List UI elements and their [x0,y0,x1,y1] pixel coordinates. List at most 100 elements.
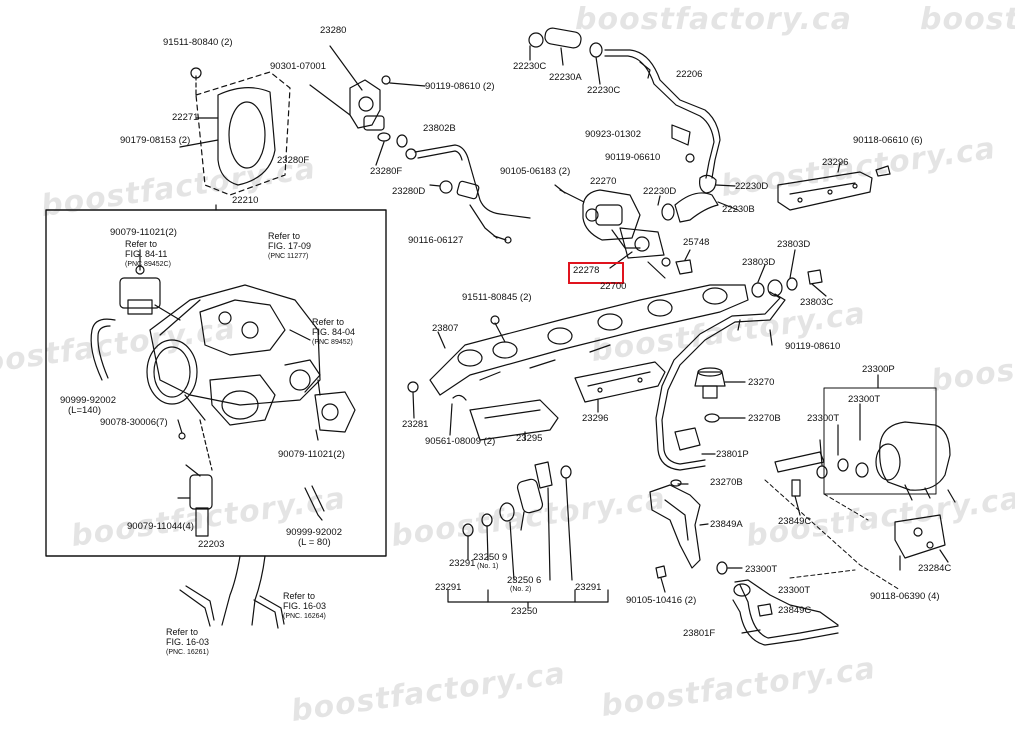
label-22270: 22270 [590,176,617,187]
label-90119-08610-b: 90119-08610 [785,341,841,352]
label-23801p: 23801P [716,449,749,460]
heat-shield-middle [574,361,666,403]
pulsation-damper [875,421,951,501]
label-23270b: 23270B [748,413,781,424]
label-22278: 22278 [573,265,600,276]
heat-shield-top [777,171,873,211]
label-23291-c: 23291 [435,582,462,593]
label-23803d-b: 23803D [742,257,776,268]
label-23250-6: 23250 6 [507,575,542,586]
label-90105-06183: 90105-06183 (2) [500,166,571,177]
label-23300t-d: 23300T [778,585,811,596]
label-23280: 23280 [320,25,347,36]
label-refer-to: Refer to [283,591,316,601]
label-23295: 23295 [516,433,543,444]
label-22206: 22206 [676,69,703,80]
label-23300t-c: 23300T [745,564,778,575]
throttle-body [146,284,321,426]
label-23270b-b: 23270B [710,477,743,488]
label-refer-to: Refer to [166,627,199,637]
bracket-23284c [894,514,946,559]
label-pnc-16264: (PNC. 16264) [283,613,326,620]
label-23281: 23281 [402,419,429,430]
label-91511-80845: 91511-80845 (2) [462,292,532,303]
fuel-pipe-23801p [655,291,786,471]
label-fig-16-03: FIG. 16-03 [166,637,210,647]
label-fig-16-03: FIG. 16-03 [283,601,327,611]
label-l140: (L=140) [68,405,102,416]
fuel-injector [516,461,553,531]
label-22230d-b: 22230D [735,181,769,192]
watermark: boostfactory.ca [920,2,1015,37]
throttle-position-sensor [314,391,356,433]
label-fig-84-04: FIG. 84-04 [312,327,356,337]
label-no2: (No. 2) [510,586,532,593]
label-l80: (L = 80) [298,537,331,548]
label-refer-to: Refer to [312,317,345,327]
label-23849c-b: 23849C [778,605,812,616]
watermark: boostfactory.ca [575,2,852,37]
label-91511-80840: 91511-80840 (2) [163,37,233,48]
label-90079-11044: 90079-11044(4) [127,521,194,532]
label-22271: 22271 [172,112,199,123]
label-90301-07001: 90301-07001 [270,61,326,72]
label-23250: 23250 [511,606,538,617]
idle-sensor [119,249,161,315]
label-22203: 22203 [198,539,225,550]
label-90999-92002: 90999-92002 [60,395,116,406]
label-23296: 23296 [822,157,849,168]
label-22230b: 22230B [722,204,755,215]
vsv-22270 [582,189,641,249]
label-90105-10416: 90105-10416 (2) [626,595,697,606]
label-23801f: 23801F [683,628,716,639]
highlight-box [568,262,624,284]
hose-22230a [528,27,603,58]
label-23280f-b: 23280F [370,166,403,177]
label-23803c: 23803C [800,297,834,308]
label-22230c: 22230C [513,61,547,72]
label-90999-92002-b: 90999-92002 [286,527,342,538]
label-90078-30006: 90078-30006(7) [100,417,168,428]
label-23300t: 23300T [848,394,881,405]
label-90079-11021-b: 90079-11021(2) [278,449,345,460]
label-23250-9: 23250 9 [473,552,508,563]
label-23291: 23291 [449,558,476,569]
label-23280d: 23280D [392,186,426,197]
label-90116-06127: 90116-06127 [408,235,464,246]
fuel-delivery-pipe [429,284,749,396]
label-23280f: 23280F [277,155,310,166]
fuel-pipe-23801f [732,579,839,646]
label-23849a: 23849A [710,519,743,530]
label-90119-06610: 90119-06610 [605,152,661,163]
label-90923-01302: 90923-01302 [585,129,641,140]
label-23300t-b: 23300T [807,413,840,424]
label-22230d: 22230D [643,186,677,197]
pressure-regulator [694,367,726,399]
label-23270: 23270 [748,377,775,388]
throttle-gasket [217,87,276,186]
label-90118-06610: 90118-06610 (6) [853,135,923,146]
label-90119-08610: 90119-08610 (2) [425,81,495,92]
label-23849c: 23849C [778,516,812,527]
label-pnc-89452c: (PNC 89452C) [125,261,171,268]
gasket-22700 [619,227,665,259]
label-23807: 23807 [432,323,459,334]
label-22700: 22700 [600,281,627,292]
label-90561-08009: 90561-08009 (2) [425,436,496,447]
label-90179-08153: 90179-08153 (2) [120,135,191,146]
label-23300p: 23300P [862,364,895,375]
label-23802b: 23802B [423,123,456,134]
label-refer-to: Refer to [125,239,158,249]
idle-control-valve [185,464,213,537]
hose-22230b [661,192,719,223]
bracket-23849a [649,484,701,569]
label-23296-b: 23296 [582,413,609,424]
label-22230c-b: 22230C [587,85,621,96]
label-fig-17-09: FIG. 17-09 [268,241,312,251]
label-90118-06390: 90118-06390 (4) [870,591,940,602]
label-90079-11021: 90079-11021(2) [110,227,177,238]
label-22210: 22210 [232,195,259,206]
label-pnc-11277: (PNC 11277) [268,253,309,260]
